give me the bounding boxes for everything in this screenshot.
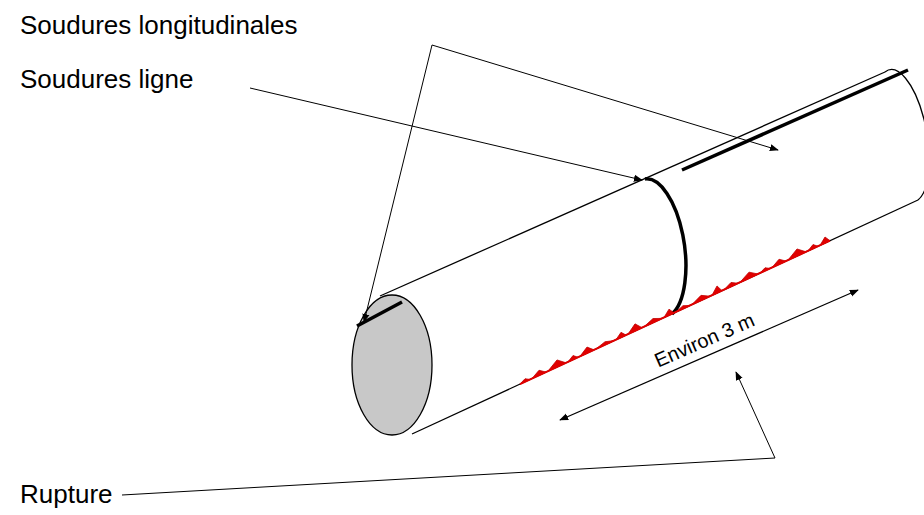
pipe-end bbox=[885, 70, 924, 200]
longitudinal-weld bbox=[357, 302, 402, 326]
weld-label: Soudures ligne bbox=[20, 66, 193, 92]
dimension-line bbox=[560, 290, 858, 420]
leader-line bbox=[250, 88, 642, 180]
rupture-line bbox=[520, 241, 830, 384]
leader-line bbox=[122, 458, 775, 495]
leader-line bbox=[736, 372, 775, 458]
rupture-mark bbox=[520, 237, 830, 384]
girth-weld bbox=[645, 179, 686, 314]
pipe-edge bbox=[412, 200, 918, 434]
pipe-end-face bbox=[352, 295, 432, 435]
leader-line bbox=[364, 45, 432, 322]
leader-line bbox=[432, 45, 778, 150]
rupture-zone bbox=[520, 237, 830, 384]
longitudinal-weld bbox=[682, 70, 908, 170]
rupture-label: Rupture bbox=[20, 481, 113, 507]
weld-label: Soudures longitudinales bbox=[20, 12, 298, 38]
pipe-body bbox=[380, 70, 924, 434]
